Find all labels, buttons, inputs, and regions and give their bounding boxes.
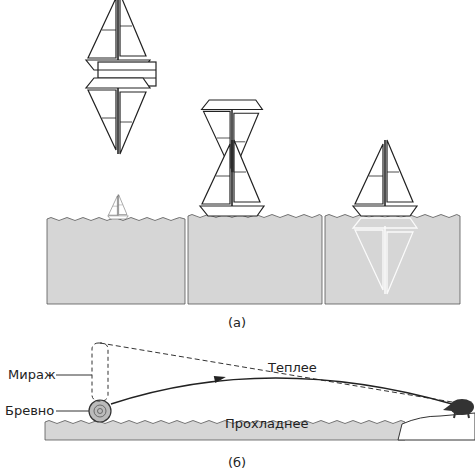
shore — [398, 413, 475, 440]
water — [47, 218, 185, 305]
arrow-head — [214, 375, 227, 383]
sailboat — [108, 195, 128, 219]
warm-air-label: Теплее — [268, 360, 317, 376]
sailboat — [200, 140, 264, 216]
panel-caption: (б) — [228, 455, 246, 471]
mirage-label: Мираж — [8, 367, 56, 383]
light-ray — [111, 378, 452, 404]
log-label: Бревно — [5, 403, 54, 419]
sailboat-image — [86, 0, 150, 70]
leader-line — [56, 411, 89, 412]
cool-air-label: Прохладнее — [225, 416, 308, 432]
reflection — [353, 218, 417, 294]
water — [188, 215, 322, 305]
panel-caption: (а) — [228, 315, 246, 331]
water — [325, 215, 460, 305]
log — [89, 400, 111, 422]
inverted-image — [86, 78, 150, 154]
mirage-image — [92, 343, 108, 401]
armadillo — [443, 399, 474, 418]
leader-line — [56, 375, 92, 376]
apparent-ray — [100, 343, 452, 402]
sailboat — [353, 140, 417, 216]
